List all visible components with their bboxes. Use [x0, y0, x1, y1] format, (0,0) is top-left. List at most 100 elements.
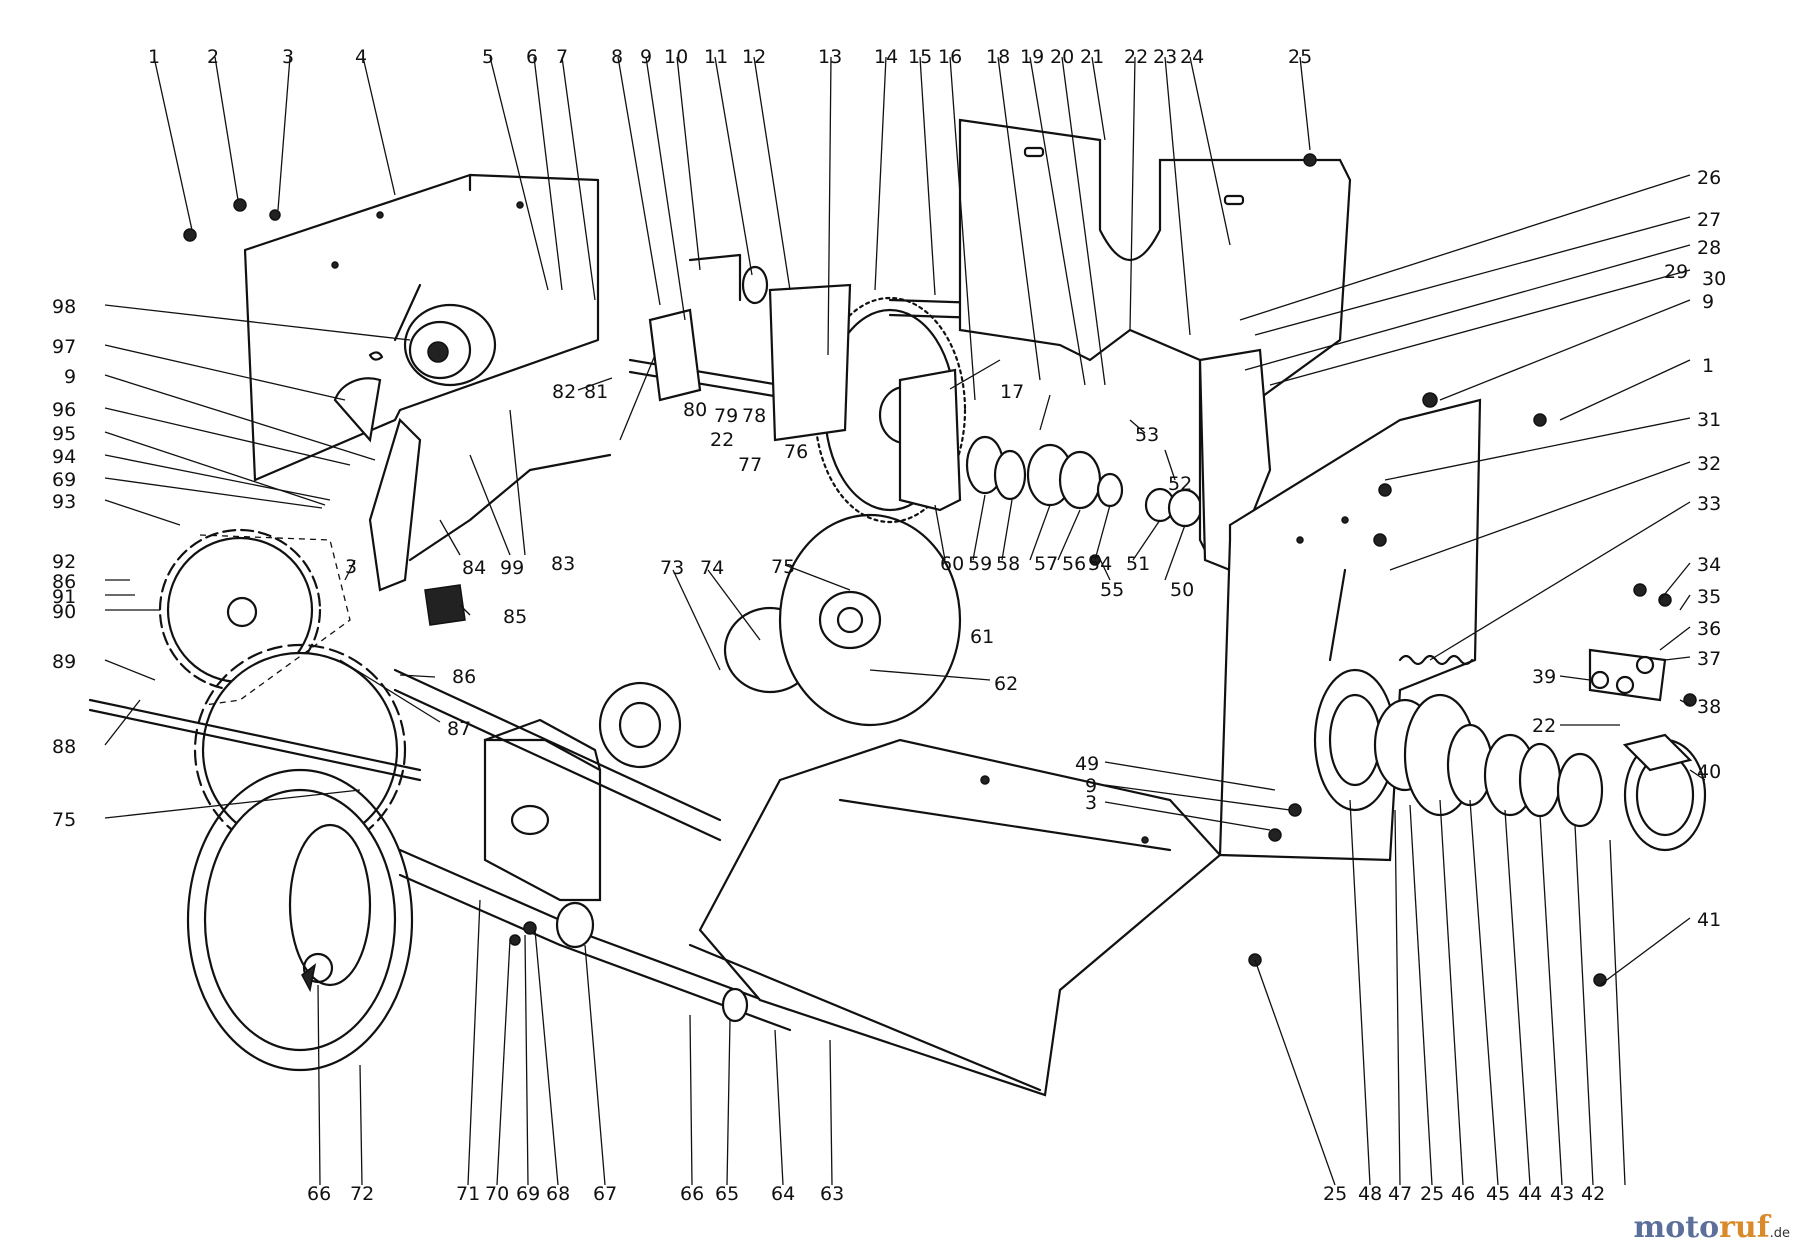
chute-clamp: [1622, 733, 1707, 852]
lower-sprocket: [193, 643, 407, 857]
callout-41: 41: [1697, 909, 1721, 931]
callout-86-left: 86: [52, 571, 76, 593]
callout-18: 18: [986, 46, 1010, 68]
callout-29: 29: [1664, 261, 1688, 283]
callout-46: 46: [1451, 1183, 1475, 1205]
bracket-8: [648, 308, 702, 402]
callout-25-top: 25: [1288, 46, 1312, 68]
rod-80: [628, 358, 782, 387]
callout-16: 16: [938, 46, 962, 68]
bracket-12: [768, 283, 852, 442]
callout-71: 71: [456, 1183, 480, 1205]
idler-pulley: [403, 303, 497, 387]
leader-lines: [104, 56, 1706, 1186]
callout-3: 3: [282, 46, 294, 68]
callout-98: 98: [52, 296, 76, 318]
callout-96: 96: [52, 399, 76, 421]
callout-25-bottom-a: 25: [1323, 1183, 1347, 1205]
callout-7: 7: [556, 46, 568, 68]
callout-68: 68: [546, 1183, 570, 1205]
callout-23: 23: [1153, 46, 1177, 68]
idler-bracket: [368, 417, 422, 592]
callout-9-right: 9: [1702, 291, 1714, 313]
seal-rings: [1446, 723, 1604, 828]
callout-63: 63: [820, 1183, 844, 1205]
callout-3-left: 3: [345, 556, 357, 578]
callout-17: 17: [1000, 381, 1024, 403]
watermark-part1: moto: [1633, 1210, 1720, 1245]
upper-shaft: [393, 668, 722, 822]
callout-9: 9: [640, 46, 652, 68]
callout-38: 38: [1697, 696, 1721, 718]
callout-91: 91: [52, 586, 76, 608]
callout-69-left: 69: [52, 469, 76, 491]
pivot-block: [424, 584, 466, 626]
spring-11: [741, 265, 769, 305]
callout-1: 1: [148, 46, 160, 68]
callout-87: 87: [447, 718, 471, 740]
callout-22-right: 22: [1532, 715, 1556, 737]
callout-97: 97: [52, 336, 76, 358]
callout-40: 40: [1697, 761, 1721, 783]
callout-82: 82: [552, 381, 576, 403]
callout-66-left: 66: [307, 1183, 331, 1205]
callout-22-top: 22: [1124, 46, 1148, 68]
friction-disc: [778, 513, 962, 727]
auger-housing: [688, 738, 1222, 1097]
callout-84: 84: [462, 557, 486, 579]
callout-27: 27: [1697, 209, 1721, 231]
gearbox-housing: [483, 738, 602, 902]
spring-rod-32: [1328, 568, 1347, 662]
callout-9-mid: 9: [1085, 775, 1097, 797]
washer-stack: [965, 435, 1203, 528]
callout-94: 94: [52, 446, 76, 468]
right-upper-plate: [958, 118, 1352, 564]
left-side-plate: [243, 173, 600, 482]
callout-28: 28: [1697, 237, 1721, 259]
callout-53: 53: [1135, 424, 1159, 446]
large-drive-pulley: [186, 768, 414, 1072]
callout-83: 83: [551, 553, 575, 575]
callout-88: 88: [52, 736, 76, 758]
callout-54: 54: [1088, 553, 1112, 575]
callout-61: 61: [970, 626, 994, 648]
callout-22-mid: 22: [710, 429, 734, 451]
shaft: [398, 848, 562, 922]
callout-92: 92: [52, 551, 76, 573]
bearing-67: [555, 901, 595, 949]
callout-67: 67: [593, 1183, 617, 1205]
callout-60: 60: [940, 553, 964, 575]
control-rod: [408, 453, 612, 562]
callout-74: 74: [700, 557, 724, 579]
lower-axle: [88, 698, 422, 772]
callout-95: 95: [52, 423, 76, 445]
watermark-domain: .de: [1769, 1226, 1790, 1241]
callout-37: 37: [1697, 648, 1721, 670]
callout-45: 45: [1486, 1183, 1510, 1205]
callout-5: 5: [482, 46, 494, 68]
callout-9-left: 9: [64, 366, 76, 388]
callout-76: 76: [784, 441, 808, 463]
callout-75-mid: 75: [771, 556, 795, 578]
parts-drawing: [88, 118, 1707, 1097]
right-side-plate: [1218, 398, 1482, 862]
callout-39: 39: [1532, 666, 1556, 688]
callout-73: 73: [660, 557, 684, 579]
callout-86-mid: 86: [452, 666, 476, 688]
callout-57: 57: [1034, 553, 1058, 575]
spring-rod: [393, 283, 422, 342]
callout-80: 80: [683, 399, 707, 421]
callout-2: 2: [207, 46, 219, 68]
callout-19: 19: [1020, 46, 1044, 68]
callout-21: 21: [1080, 46, 1104, 68]
watermark-logo: motoruf.de: [1633, 1210, 1790, 1245]
callout-99: 99: [500, 557, 524, 579]
callout-51: 51: [1126, 553, 1150, 575]
callout-14: 14: [874, 46, 898, 68]
callout-93: 93: [52, 491, 76, 513]
callout-6: 6: [526, 46, 538, 68]
pin-65: [721, 987, 749, 1023]
callout-43: 43: [1550, 1183, 1574, 1205]
callout-77: 77: [738, 454, 762, 476]
